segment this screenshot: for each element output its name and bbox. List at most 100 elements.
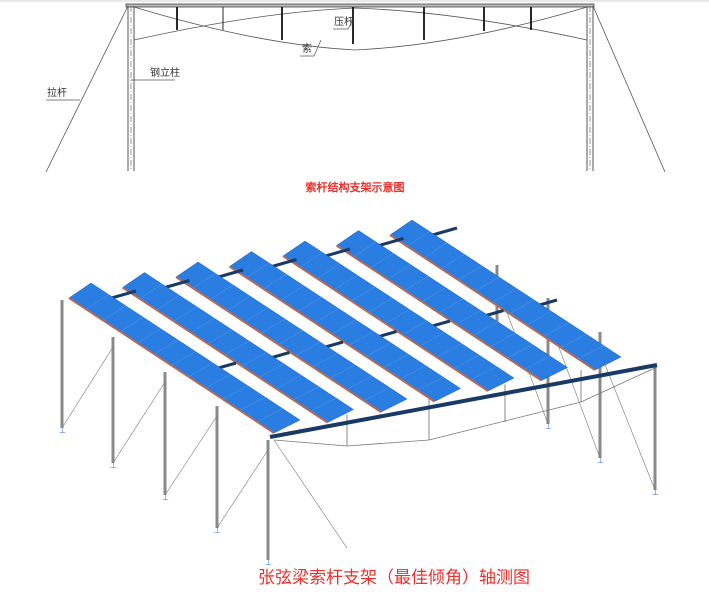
right-tie-rod — [592, 5, 666, 173]
panel-seam — [173, 306, 197, 322]
panel-seam — [346, 375, 373, 390]
panel-seam — [370, 253, 394, 269]
panel-seam — [363, 387, 390, 401]
panel-seam — [385, 309, 410, 324]
tie-rod — [164, 415, 218, 496]
support-icon: ⊥ — [494, 343, 501, 352]
panel-seam — [348, 331, 374, 346]
panel-seam — [383, 354, 409, 368]
panel-seam — [239, 396, 266, 411]
panel-seam — [441, 254, 465, 269]
panel-seam — [222, 385, 248, 400]
panel-seam — [205, 374, 231, 389]
panel-seam — [261, 318, 286, 334]
panel-seam — [455, 310, 481, 325]
lower-cable — [133, 6, 588, 51]
panel-seam — [387, 264, 411, 280]
panel-seam — [263, 274, 287, 290]
elevation-diagram — [45, 3, 666, 173]
panel-seam — [490, 333, 516, 347]
panel-seam — [256, 408, 283, 422]
panel-seam — [458, 265, 482, 281]
panel-seam — [156, 295, 180, 311]
axonometric-caption: 张弦梁索杆支架（最佳倾角）轴测图 — [258, 568, 530, 588]
panel-seam — [192, 273, 216, 289]
left-tie-rod — [45, 5, 129, 173]
panel-seam — [492, 288, 517, 303]
tie-rod — [273, 439, 348, 549]
panel-seam — [317, 263, 340, 279]
steel-column-label: 钢立柱 — [150, 66, 180, 79]
panel-seam — [259, 363, 284, 378]
panel-seam — [312, 353, 338, 368]
panel-seam — [293, 386, 319, 401]
panel-seam — [310, 397, 337, 412]
panel-seam — [278, 330, 303, 345]
panel-seam — [475, 276, 500, 292]
panel-seam — [351, 286, 375, 302]
panel-seam — [577, 345, 604, 359]
panel-seam — [400, 365, 426, 380]
cable-label: 索 — [302, 42, 312, 55]
panel-seam — [139, 283, 163, 299]
panel-seam — [297, 296, 322, 312]
panel-seam — [314, 308, 339, 323]
panel-seam — [402, 320, 428, 335]
struts — [176, 7, 532, 44]
support-icon: ⊥ — [265, 558, 272, 567]
panel-seam — [406, 231, 430, 247]
panel-seam — [421, 287, 446, 302]
panel-seam — [188, 362, 214, 377]
tie-rod — [216, 449, 269, 529]
panel-seam — [244, 307, 268, 323]
panel-seam — [280, 285, 304, 301]
tie-rod — [61, 346, 114, 429]
panel-seam — [453, 354, 480, 369]
panel-seam — [438, 298, 464, 314]
elevation-caption: 索杆结构支架示意图 — [306, 180, 405, 194]
panel-seam — [276, 375, 302, 389]
panel-seam — [404, 275, 429, 291]
panel-seam — [299, 252, 323, 268]
top-beam — [125, 3, 595, 8]
tie-rod — [112, 381, 166, 464]
panel-seam — [190, 317, 215, 333]
panel-seam — [353, 241, 377, 257]
panel-seam — [368, 297, 393, 313]
panel-seam — [419, 332, 445, 347]
panel-seam — [524, 355, 551, 370]
main-beam — [269, 363, 658, 439]
panel-seam — [417, 376, 444, 391]
panel-seam — [224, 340, 250, 356]
panel-seam — [137, 328, 161, 344]
strut-label: 压杆 — [334, 16, 354, 28]
panel-seam — [331, 319, 357, 335]
panel-seam — [473, 321, 498, 336]
panel-seam — [227, 296, 251, 311]
panel-seam — [85, 294, 109, 310]
upper-cable — [133, 7, 588, 41]
panel-seam — [120, 317, 144, 332]
panel-seam — [246, 262, 270, 278]
axonometric-view: ⊥⊥⊥⊥⊥⊥⊥⊥⊥ — [59, 219, 659, 567]
support-icon: ⊥ — [597, 456, 604, 465]
support-icon: ⊥ — [545, 422, 552, 431]
right-steel-column — [586, 6, 594, 171]
support-icon: ⊥ — [110, 461, 117, 470]
panel-seam — [171, 351, 196, 366]
left-steel-column — [127, 6, 135, 171]
support-icon: ⊥ — [162, 493, 169, 502]
panel-seam — [509, 299, 535, 314]
panel-seam — [507, 344, 533, 359]
support-icon: ⊥ — [59, 426, 66, 435]
panel-seam — [207, 329, 232, 344]
panel-seam — [241, 352, 267, 367]
support-icon: ⊥ — [214, 526, 221, 535]
panel-seam — [543, 322, 569, 337]
panel-seam — [103, 305, 126, 321]
panel-seam — [334, 275, 358, 290]
panel-seam — [470, 366, 497, 380]
panel-seam — [366, 342, 391, 357]
panel-seam — [436, 343, 462, 358]
